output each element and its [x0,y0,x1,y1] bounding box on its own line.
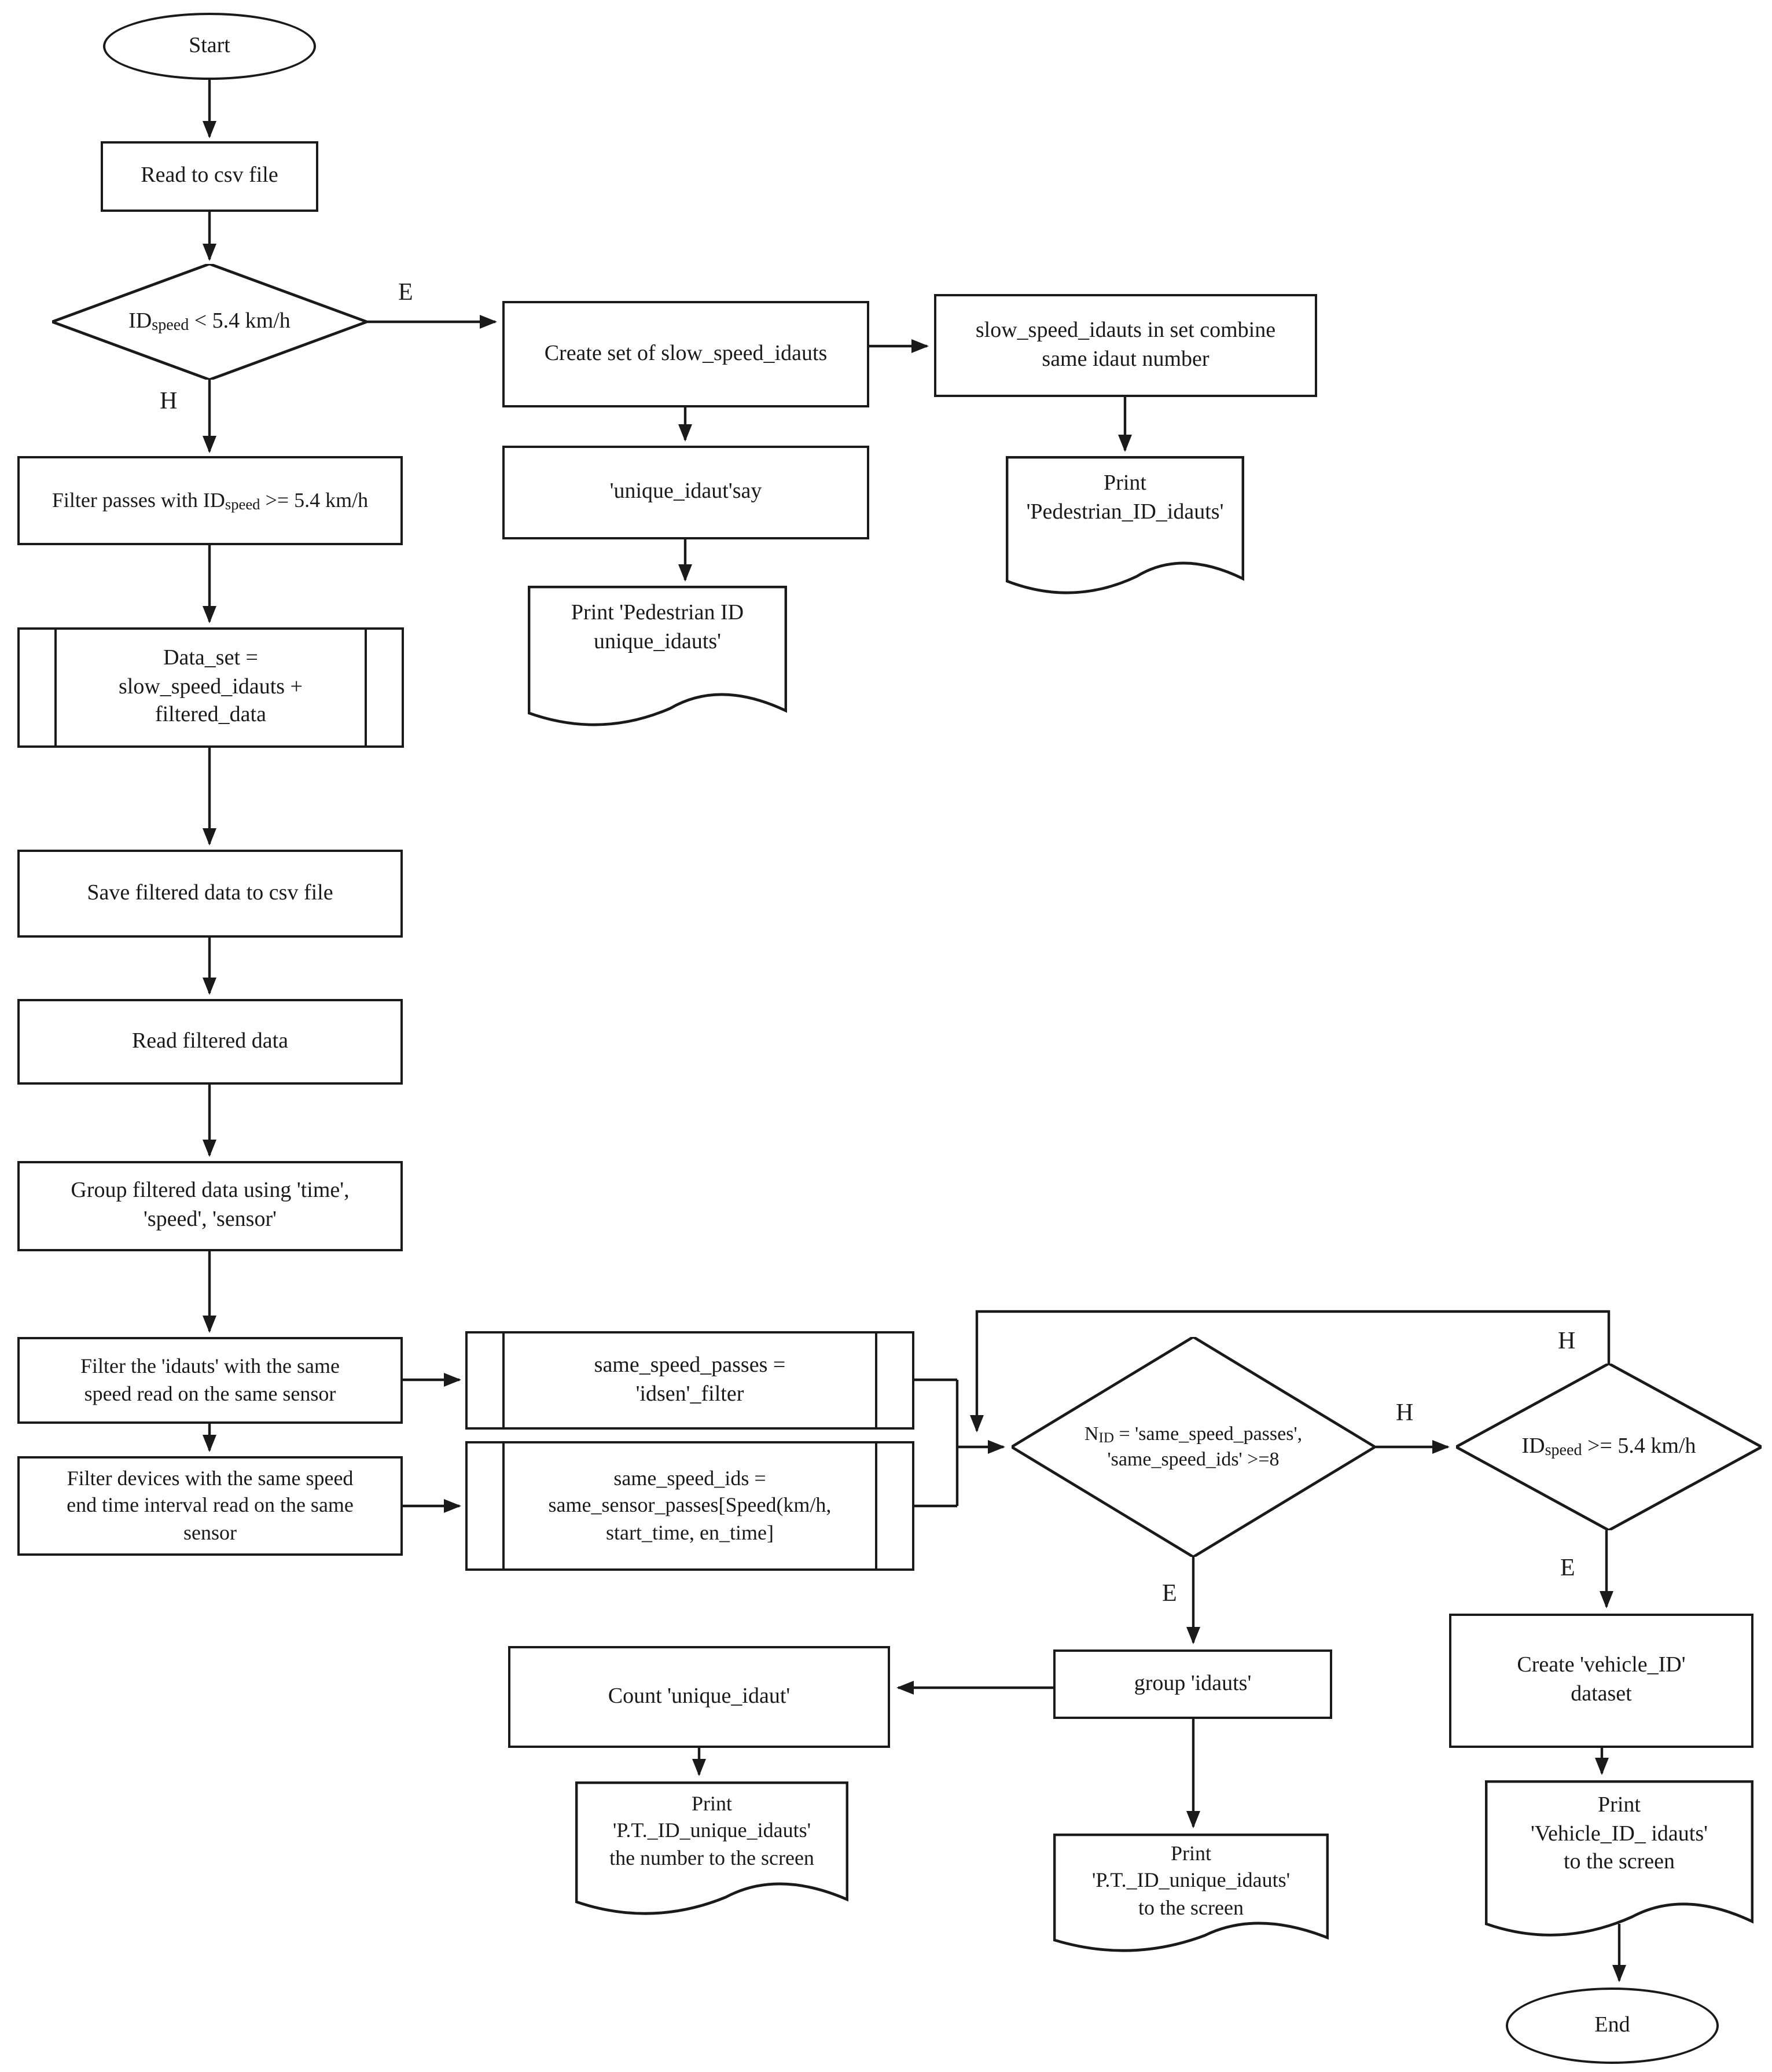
decision-idspeed-lt: IDspeed < 5.4 km/h [52,264,367,380]
predefined-same-speed-passes: same_speed_passes = 'idsen'_filter [465,1331,914,1430]
branch-label-d1-e: E [398,278,413,306]
count-unique-label: Count 'unique_idaut' [608,1684,791,1709]
filter-devices-line3: sensor [183,1520,237,1544]
diamond-shape [1456,1364,1762,1530]
process-create-set: Create set of slow_speed_idauts [502,301,869,407]
predefined-dataset: Data_set = slow_speed_idauts + filtered_… [17,627,404,748]
document-shape [528,586,787,726]
document-shape [1053,1834,1329,1952]
end-label: End [1594,2012,1630,2037]
create-set-label: Create set of slow_speed_idauts [544,341,828,366]
branch-label-d3-e: E [1560,1553,1575,1581]
group-filtered-line1: Group filtered data using 'time', [71,1178,350,1203]
document-shape [1006,456,1244,594]
combine-line2: same idaut number [1042,347,1209,371]
process-group-idauts: group 'idauts' [1053,1649,1332,1719]
start-label: Start [189,33,230,58]
process-combine-idauts: slow_speed_idauts in set combine same id… [934,294,1317,397]
branch-label-d2-h: H [1396,1398,1414,1426]
ssi-line1: same_speed_ids = [613,1466,766,1490]
dataset-line2: slow_speed_idauts + [118,674,303,699]
terminator-end: End [1506,1987,1719,2064]
read-csv-label: Read to csv file [141,163,278,188]
document-print-pedestrian-unique: Print 'Pedestrian ID unique_idauts' [528,586,787,741]
document-print-pt-number: Print 'P.T._ID_unique_idauts' the number… [575,1781,848,1927]
branch-label-d2-e: E [1162,1579,1177,1607]
print-pt-screen-text: Print 'P.T._ID_unique_idauts' to the scr… [1091,1842,1291,1919]
read-filtered-label: Read filtered data [131,1028,289,1053]
process-read-csv: Read to csv file [101,141,318,212]
ssp-line2: 'idsen'_filter [635,1382,744,1406]
print-vehicle-text: Print 'Vehicle_ID_ idauts' to the screen [1530,1793,1708,1875]
document-shape [575,1781,848,1915]
branch-label-d1-h: H [160,387,178,414]
dataset-line3: filtered_data [155,703,266,728]
filter-idauts-line2: speed read on the same sensor [84,1382,336,1405]
document-print-vehicle: Print 'Vehicle_ID_ idauts' to the screen [1485,1780,1753,1954]
terminator-start: Start [103,13,316,80]
filter-passes-label: Filter passes with IDspeed >= 5.4 km/h [52,488,369,513]
process-unique-idaut-say: 'unique_idaut'say [502,446,869,539]
document-shape [1485,1780,1753,1937]
dataset-line1: Data_set = [163,645,258,670]
process-count-unique: Count 'unique_idaut' [508,1646,890,1748]
process-create-vehicle: Create 'vehicle_ID' dataset [1449,1614,1753,1748]
process-read-filtered: Read filtered data [17,999,403,1085]
decision-idspeed-ge-text: IDspeed >= 5.4 km/h [1521,1434,1696,1460]
decision-nid-threshold: NID = 'same_speed_passes', 'same_speed_i… [1012,1337,1375,1557]
filter-idauts-line1: Filter the 'idauts' with the same [80,1354,340,1378]
filter-devices-line2: end time interval read on the same [67,1493,354,1517]
create-vehicle-line2: dataset [1571,1682,1632,1706]
save-filtered-label: Save filtered data to csv file [87,880,333,905]
ssi-line2: same_sensor_passes[Speed(km/h, [548,1493,832,1517]
process-filter-devices: Filter devices with the same speed end t… [17,1456,403,1556]
group-idauts-label: group 'idauts' [1134,1671,1252,1696]
print-pt-number-text: Print 'P.T._ID_unique_idauts' the number… [609,1792,814,1869]
print-pedestrian-unique-text: Print 'Pedestrian ID unique_idauts' [571,601,744,654]
group-filtered-line2: 'speed', 'sensor' [143,1207,277,1232]
document-print-pt-screen: Print 'P.T._ID_unique_idauts' to the scr… [1053,1834,1329,1962]
process-filter-passes: Filter passes with IDspeed >= 5.4 km/h [17,456,403,545]
document-print-pedestrian-id-idauts: Print 'Pedestrian_ID_idauts' [1006,456,1244,608]
decision-nid-text: NID = 'same_speed_passes', 'same_speed_i… [1084,1422,1303,1470]
print-pedestrian-id-idauts-text: Print 'Pedestrian_ID_idauts' [1026,471,1224,524]
diamond-shape [1012,1337,1375,1557]
predefined-same-speed-ids: same_speed_ids = same_sensor_passes[Spee… [465,1441,914,1571]
branch-label-d3-h: H [1558,1327,1576,1354]
combine-line1: slow_speed_idauts in set combine [975,318,1276,343]
unique-say-label: 'unique_idaut'say [609,479,762,504]
diamond-shape [52,264,367,380]
edge-decision3-loopback [970,1310,1611,1432]
process-group-filtered: Group filtered data using 'time', 'speed… [17,1161,403,1251]
decision-idspeed-lt-text: IDspeed < 5.4 km/h [128,308,291,335]
ssi-line3: start_time, en_time] [606,1520,774,1544]
ssp-line1: same_speed_passes = [594,1353,786,1377]
create-vehicle-line1: Create 'vehicle_ID' [1517,1653,1686,1678]
process-save-filtered: Save filtered data to csv file [17,850,403,938]
process-filter-idauts: Filter the 'idauts' with the same speed … [17,1337,403,1424]
decision-idspeed-ge: IDspeed >= 5.4 km/h [1456,1364,1762,1530]
filter-devices-line1: Filter devices with the same speed [67,1466,354,1490]
